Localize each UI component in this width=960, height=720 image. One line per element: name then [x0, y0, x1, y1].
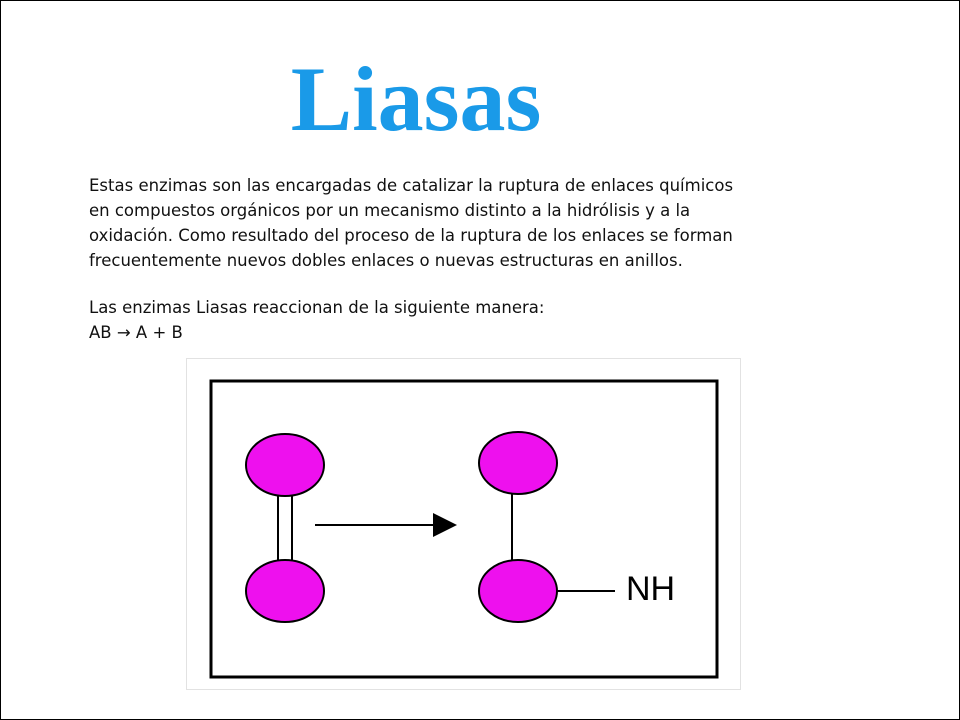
reaction-figure: NH [187, 359, 740, 689]
paragraph-line-1: Estas enzimas son las encargadas de cata… [89, 176, 734, 195]
atom-right-bottom [478, 559, 558, 623]
atom-left-bottom [245, 559, 325, 623]
reaction-arrow-head [433, 513, 457, 537]
paragraph-line-2: en compuestos orgánicos por un mecanismo… [89, 201, 691, 220]
atom-right-top [478, 431, 558, 495]
nh-group-label: NH [626, 570, 675, 608]
slide-body: Estas enzimas son las encargadas de cata… [89, 173, 829, 345]
reaction-diagram: NH [209, 379, 719, 679]
paragraph-line-3: oxidación. Como resultado del proceso de… [89, 226, 733, 245]
slide-title: Liasas [290, 48, 542, 150]
paragraph-line-4: frecuentemente nuevos dobles enlaces o n… [89, 251, 683, 270]
reaction-intro: Las enzimas Liasas reaccionan de la sigu… [89, 298, 545, 317]
atom-left-top [245, 433, 325, 497]
reaction-equation: AB → A + B [89, 323, 183, 342]
diagram-border [209, 379, 719, 679]
paragraph-spacer [89, 273, 829, 295]
